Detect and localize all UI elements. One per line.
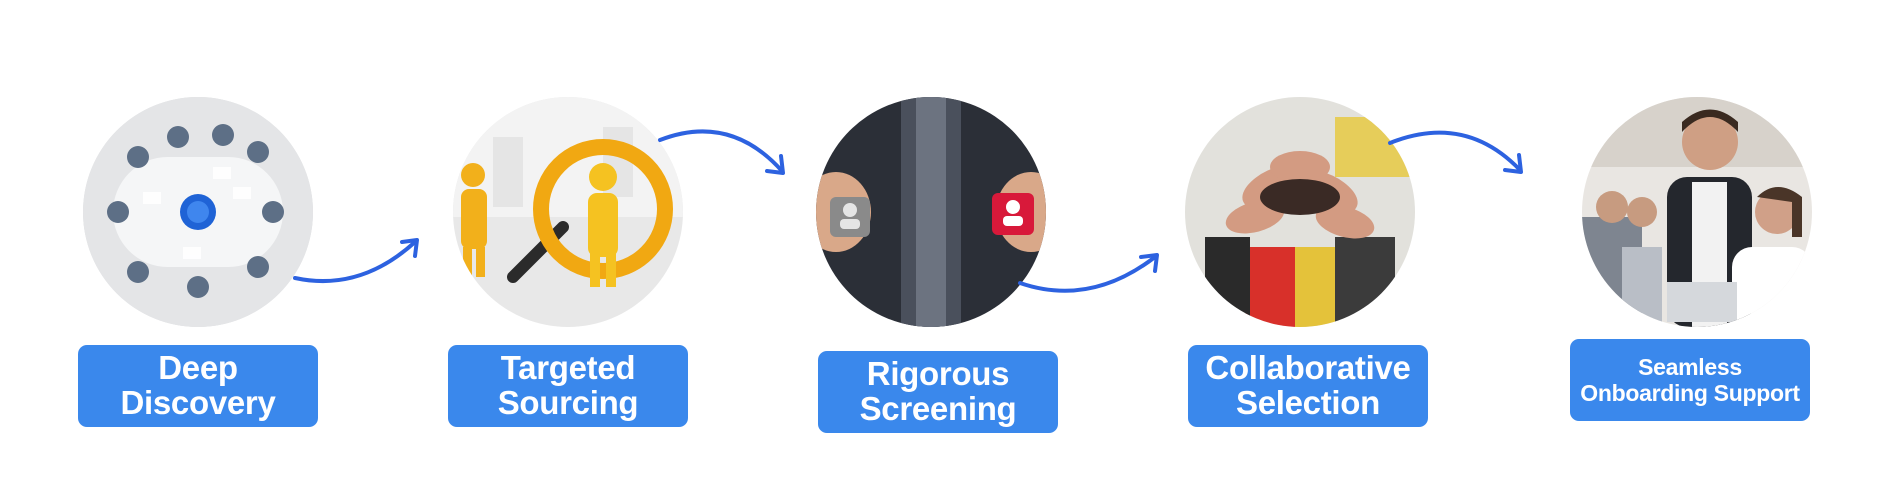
- step-label-line1: Targeted: [500, 349, 636, 387]
- step-label-line2: Sourcing: [497, 384, 639, 421]
- arrow-step1-to-step2: [293, 238, 419, 283]
- step-label-line2: Selection: [1235, 384, 1380, 421]
- step-label-targeted-sourcing: Targeted Sourcing: [448, 345, 688, 427]
- arrow-step2-to-step3: [658, 129, 785, 175]
- arrow-step4-to-step5: [1388, 130, 1523, 174]
- support-team-icon: [1582, 97, 1812, 327]
- magnifier-person-icon: [453, 97, 683, 327]
- step-label-deep-discovery: Deep Discovery: [78, 345, 318, 427]
- step-label-line1: Collaborative: [1205, 349, 1411, 387]
- step-label-seamless-onboarding: Seamless Onboarding Support: [1570, 339, 1810, 421]
- team-hands-icon: [1185, 97, 1415, 327]
- meeting-table-icon: [83, 97, 313, 327]
- step-label-line1: Seamless: [1638, 353, 1742, 380]
- step-label-line2: Onboarding Support: [1580, 380, 1800, 406]
- arrow-step3-to-step4: [1018, 253, 1159, 293]
- step-label-rigorous-screening: Rigorous Screening: [818, 351, 1058, 433]
- step-label-line1: Rigorous: [866, 355, 1010, 393]
- step-label-line1: Deep: [158, 349, 238, 387]
- step-label-collaborative-selection: Collaborative Selection: [1188, 345, 1428, 427]
- candidate-choice-icon: [816, 97, 1046, 327]
- step-label-line2: Discovery: [120, 384, 276, 421]
- step-label-line2: Screening: [859, 390, 1017, 427]
